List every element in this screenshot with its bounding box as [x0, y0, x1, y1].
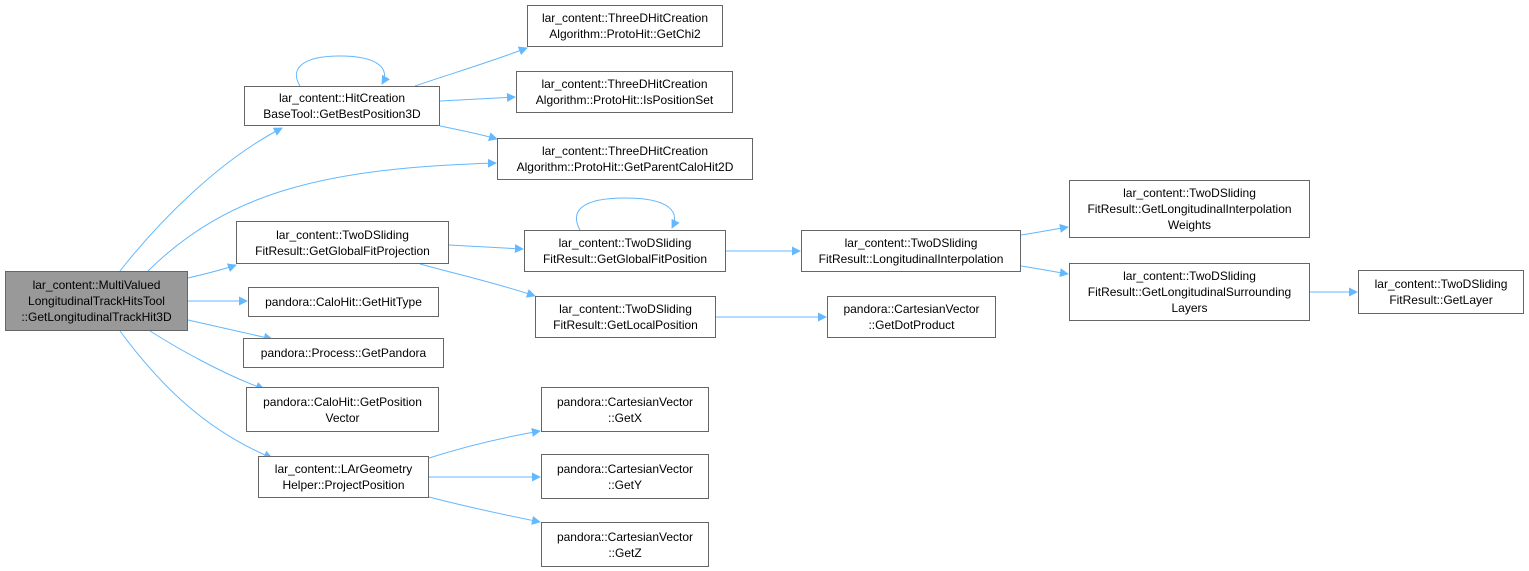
node-label-line: Vector — [325, 410, 360, 425]
node-label-line: lar_content::HitCreation — [278, 91, 406, 105]
node-label-line: FitResult::GetLongitudinalSurrounding — [1087, 285, 1292, 299]
node-label-line: FitResult::GetLongitudinalInterpolation — [1087, 202, 1292, 216]
node-label-line: lar_content::ThreeDHitCreation — [541, 144, 709, 158]
node-label-line: pandora::CartesianVector — [556, 394, 694, 409]
edge-getGlobalFitProjection-to-getGlobalFitPosition — [448, 244, 524, 254]
edge-root-to-projectPosition — [119, 330, 273, 460]
edge-root-to-getBestPosition3D — [119, 127, 283, 272]
edge-getGlobalFitProjection-to-getLocalPosition — [419, 263, 536, 298]
node-label-line: Layers — [1171, 301, 1208, 315]
node-label-line: pandora::CartesianVector — [556, 529, 694, 544]
edge-getBestPosition3D-to-isPositionSet — [439, 92, 516, 102]
edge-getBestPosition3D-to-getChi2 — [414, 46, 528, 87]
edge-longitudinalInterpolation-to-getLongitudinalInterpolationWeights — [1020, 223, 1069, 236]
node-getZ[interactable]: pandora::CartesianVector::GetZ — [541, 522, 709, 567]
node-label-line: ::GetZ — [608, 545, 642, 560]
node-label-line: Algorithm::ProtoHit::GetChi2 — [549, 27, 701, 41]
node-getY[interactable]: pandora::CartesianVector::GetY — [541, 454, 709, 499]
node-label-line: lar_content::MultiValued — [32, 278, 161, 292]
node-label-line: FitResult::GetLayer — [1389, 293, 1493, 307]
edge-getBestPosition3D-to-getBestPosition3D — [295, 55, 390, 87]
node-label-line: FitResult::LongitudinalInterpolation — [818, 252, 1004, 266]
node-getPandora[interactable]: pandora::Process::GetPandora — [243, 338, 444, 368]
node-label-line: FitResult::GetGlobalFitPosition — [542, 252, 708, 266]
node-getX[interactable]: pandora::CartesianVector::GetX — [541, 387, 709, 432]
node-label-line: FitResult::GetGlobalFitProjection — [255, 243, 430, 258]
node-label-line: lar_content::LArGeometry — [274, 462, 413, 476]
node-label-line: Weights — [1167, 218, 1212, 232]
node-getHitType[interactable]: pandora::CaloHit::GetHitType — [248, 287, 439, 317]
node-label-line: lar_content::ThreeDHitCreation — [541, 77, 708, 91]
edge-projectPosition-to-getX — [428, 427, 541, 459]
edge-getBestPosition3D-to-getParentCaloHit2D — [439, 125, 498, 142]
node-label-line: lar_content::ThreeDHitCreation — [541, 11, 709, 25]
node-label-line: lar_content::TwoDSliding — [844, 236, 978, 250]
node-label-line: lar_content::TwoDSliding — [559, 302, 692, 316]
node-label-line: lar_content::TwoDSliding — [558, 236, 692, 250]
edge-root-to-getGlobalFitProjection — [187, 263, 237, 279]
node-label-line: pandora::CartesianVector — [843, 302, 980, 316]
node-label-line: lar_content::TwoDSliding — [1123, 269, 1256, 283]
node-label-line: pandora::CaloHit::GetHitType — [265, 295, 422, 309]
node-label-line: LongitudinalTrackHitsTool — [28, 294, 165, 308]
edge-projectPosition-to-getZ — [428, 496, 541, 525]
node-label-line: BaseTool::GetBestPosition3D — [263, 107, 421, 121]
node-getDotProduct[interactable]: pandora::CartesianVector::GetDotProduct — [827, 296, 996, 338]
node-label-line: pandora::Process::GetPandora — [260, 346, 427, 360]
node-label-line: lar_content::TwoDSliding — [1374, 277, 1508, 291]
edge-longitudinalInterpolation-to-getLongitudinalSurroundingLayers — [1020, 265, 1069, 278]
edge-root-to-getParentCaloHit2D — [147, 158, 497, 272]
node-label-line: ::GetLongitudinalTrackHit3D — [21, 310, 172, 324]
node-label-line: ::GetDotProduct — [868, 318, 955, 332]
node-label-line: Algorithm::ProtoHit::GetParentCaloHit2D — [516, 160, 734, 174]
node-label-line: pandora::CartesianVector — [556, 461, 694, 476]
node-label-line: ::GetX — [607, 410, 642, 425]
edge-getGlobalFitPosition-to-getGlobalFitPosition — [576, 197, 680, 231]
node-label-line: FitResult::GetLocalPosition — [553, 318, 698, 332]
edge-root-to-getPositionVector — [149, 330, 265, 391]
node-label-line: ::GetY — [607, 477, 642, 492]
node-label-line: Algorithm::ProtoHit::IsPositionSet — [535, 93, 714, 107]
node-label-line: pandora::CaloHit::GetPosition — [263, 394, 422, 409]
edge-root-to-getPandora — [187, 319, 273, 342]
node-label-line: Helper::ProjectPosition — [282, 478, 405, 492]
node-label-line: lar_content::TwoDSliding — [276, 227, 409, 242]
node-label-line: lar_content::TwoDSliding — [1123, 186, 1256, 200]
